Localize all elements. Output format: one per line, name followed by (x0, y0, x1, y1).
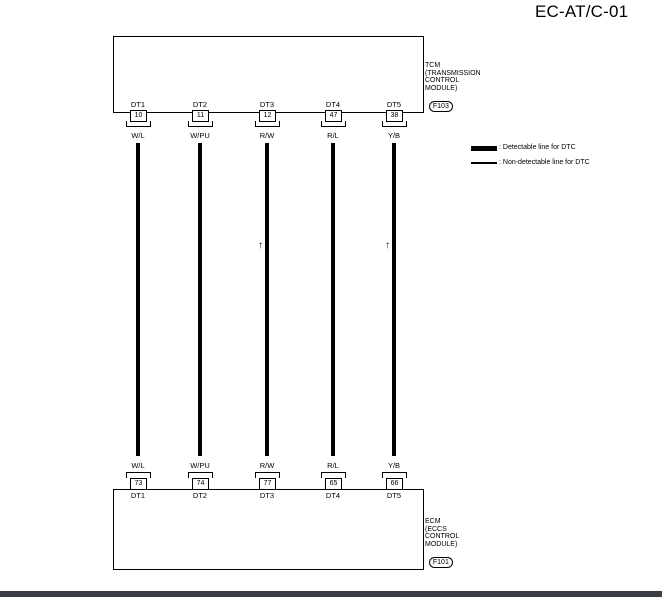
tcm-terminal-tab (382, 121, 407, 127)
tcm-terminal-tab (126, 121, 151, 127)
ecm-pin-label: DT5 (386, 491, 402, 500)
signal-direction-arrow-icon: ↑ (258, 240, 263, 251)
ecm-terminal-tab (255, 472, 280, 478)
legend-non-detectable-text: : Non-detectable line for DTC (499, 159, 590, 166)
ecm-terminal: 66 (386, 478, 403, 490)
ecm-wire-color-label: R/L (327, 461, 339, 470)
wire-line (198, 143, 202, 456)
ecm-pin-label: DT4 (325, 491, 341, 500)
ecm-wire-color-label: R/W (259, 461, 275, 470)
ecm-pin-label: DT2 (192, 491, 208, 500)
wire-line (331, 143, 335, 456)
tcm-module-box (113, 36, 424, 113)
legend-detectable-text: : Detectable line for DTC (499, 144, 576, 151)
tcm-pin-label: DT4 (325, 100, 341, 109)
tcm-terminal: 11 (192, 110, 209, 122)
tcm-module-label: TCM (TRANSMISSION CONTROL MODULE) F103 (425, 47, 481, 112)
tcm-wire-color-label: Y/B (387, 131, 401, 140)
ecm-terminal-tab (382, 472, 407, 478)
tcm-terminal-tab (255, 121, 280, 127)
tcm-terminal: 47 (325, 110, 342, 122)
tcm-pin-label: DT2 (192, 100, 208, 109)
tcm-wire-color-label: R/L (327, 131, 339, 140)
ecm-terminal: 77 (259, 478, 276, 490)
ecm-module-label: ECM (ECCS CONTROL MODULE) F101 (425, 503, 459, 568)
ecm-terminal-tab (321, 472, 346, 478)
wire-line (392, 143, 396, 456)
tcm-name: TCM (TRANSMISSION CONTROL MODULE) (425, 62, 481, 92)
tcm-connector-ref: F103 (428, 100, 453, 112)
tcm-pin-label: DT5 (386, 100, 402, 109)
ecm-wire-color-label: Y/B (387, 461, 401, 470)
tcm-pin-label: DT3 (259, 100, 275, 109)
ecm-terminal: 73 (130, 478, 147, 490)
ecm-terminal: 65 (325, 478, 342, 490)
ecm-name: ECM (ECCS CONTROL MODULE) (425, 518, 460, 548)
legend-non-detectable-swatch (471, 162, 497, 164)
wire-line (136, 143, 140, 456)
ecm-module-box (113, 489, 424, 570)
tcm-pin-label: DT1 (130, 100, 146, 109)
ecm-terminal-tab (126, 472, 151, 478)
page-code: EC-AT/C-01 (535, 2, 629, 21)
tcm-terminal: 10 (130, 110, 147, 122)
tcm-terminal-tab (188, 121, 213, 127)
signal-direction-arrow-icon: ↑ (385, 240, 390, 251)
ecm-pin-label: DT1 (130, 491, 146, 500)
ecm-terminal: 74 (192, 478, 209, 490)
tcm-wire-color-label: W/L (131, 131, 145, 140)
ecm-pin-label: DT3 (259, 491, 275, 500)
tcm-wire-color-label: R/W (259, 131, 275, 140)
legend-detectable-swatch (471, 146, 497, 151)
ecm-terminal-tab (188, 472, 213, 478)
ecm-wire-color-label: W/PU (190, 461, 210, 470)
ecm-connector-ref: F101 (428, 556, 453, 568)
tcm-terminal: 12 (259, 110, 276, 122)
ecm-wire-color-label: W/L (131, 461, 145, 470)
tcm-terminal-tab (321, 121, 346, 127)
tcm-terminal: 38 (386, 110, 403, 122)
wire-line (265, 143, 269, 456)
tcm-wire-color-label: W/PU (190, 131, 210, 140)
bottom-bar (0, 591, 662, 597)
